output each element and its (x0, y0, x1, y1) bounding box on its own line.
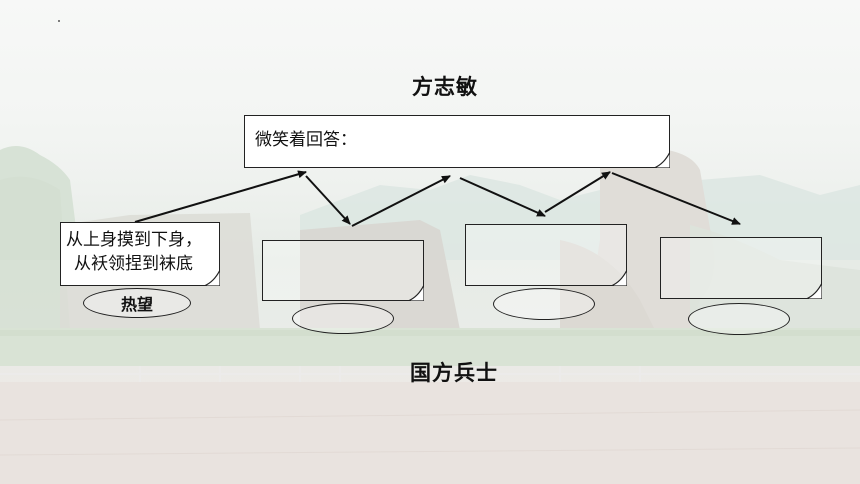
page-curl-icon (204, 270, 220, 286)
arrow-5 (544, 171, 611, 213)
arrow-4 (459, 177, 546, 217)
ellipse-4 (688, 303, 790, 335)
ellipse-1: 热望 (83, 288, 191, 318)
note-box-4 (660, 237, 822, 299)
arrow-6 (611, 172, 741, 225)
arrow-1 (134, 170, 307, 223)
answer-label: 微笑着回答： (255, 130, 357, 150)
title-guofang-soldiers: 国方兵士 (410, 361, 498, 385)
note-box-1: 从上身摸到下身， 从袄领捏到袜底 (60, 222, 220, 286)
note-1-line-1: 从上身摸到下身， (66, 230, 202, 250)
arrow-2 (305, 175, 351, 225)
page-curl-icon (611, 270, 627, 286)
page-curl-icon (408, 285, 424, 301)
page-curl-icon (654, 152, 670, 168)
ellipse-3 (493, 288, 595, 320)
note-1-line-2: 从袄领捏到袜底 (74, 254, 193, 274)
note-box-3 (465, 224, 627, 286)
title-fang-zhimin: 方志敏 (412, 75, 478, 99)
page-curl-icon (806, 283, 822, 299)
speck (58, 20, 60, 22)
ellipse-2 (292, 303, 394, 334)
note-box-2 (262, 240, 424, 301)
arrow-3 (351, 175, 451, 227)
answer-box: 微笑着回答： (244, 115, 670, 168)
